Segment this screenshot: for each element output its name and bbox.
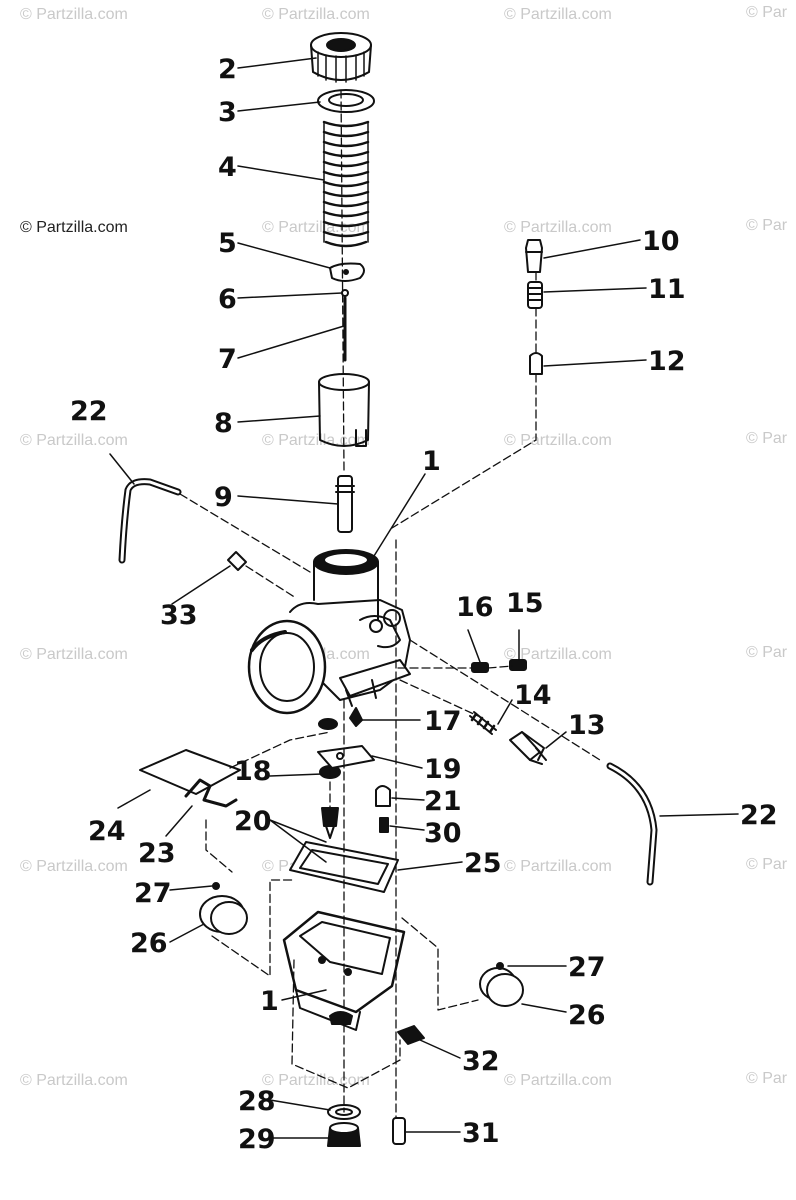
callout-label: 3 <box>218 97 237 128</box>
part-vent-tube-left <box>118 478 182 564</box>
part-idle-spring <box>469 711 497 735</box>
part-cover-plate <box>139 749 241 795</box>
watermark: © Partzilla.com <box>262 6 370 23</box>
watermark: © Par <box>746 4 788 21</box>
watermark: © Par <box>746 217 788 234</box>
callout-label: 27 <box>134 878 172 909</box>
callout-label: 21 <box>424 786 462 817</box>
watermark: © Par <box>746 430 788 447</box>
part-pilot-screw <box>509 659 527 671</box>
watermark: © Partzilla.com <box>262 432 370 449</box>
callout-label: 25 <box>464 848 502 879</box>
watermark: © Par <box>746 1070 788 1087</box>
callout-label: 20 <box>234 806 272 837</box>
watermark: © Partzilla.com <box>504 646 612 663</box>
callout-label: 33 <box>160 600 198 631</box>
callout-label: 32 <box>462 1046 500 1077</box>
watermark: © Partzilla.com <box>262 219 370 236</box>
callout-label: 1 <box>422 446 441 477</box>
callout-label: 1 <box>260 986 279 1017</box>
callout-label: 26 <box>130 928 168 959</box>
callout-label: 10 <box>642 226 680 257</box>
callout-label: 22 <box>740 800 778 831</box>
part-carburetor-body <box>247 549 411 715</box>
watermark: © Partzilla.com <box>20 6 128 23</box>
callout-label: 5 <box>218 228 237 259</box>
callout-label: 28 <box>238 1086 276 1117</box>
part-float-bowl <box>282 910 406 1031</box>
part-float-clip <box>184 778 238 808</box>
part-spring <box>322 120 370 248</box>
part-float-left <box>199 882 248 935</box>
callout-label: 13 <box>568 710 606 741</box>
callout-label: 27 <box>568 952 606 983</box>
part-air-screw <box>227 551 247 571</box>
part-screw <box>392 1117 406 1145</box>
part-throttle-valve <box>318 373 370 447</box>
watermark: © Partzilla.com <box>20 432 128 449</box>
part-top-cap <box>310 32 372 83</box>
callout-label: 22 <box>70 396 108 427</box>
callout-label: 16 <box>456 592 494 623</box>
callout-label: 18 <box>234 756 272 787</box>
watermark: © Par <box>746 644 788 661</box>
part-retainer-plate <box>329 262 365 282</box>
part-cable-adjuster <box>525 239 543 273</box>
part-small-washer <box>349 707 363 727</box>
callout-label: 2 <box>218 54 237 85</box>
callout-label: 4 <box>218 152 237 183</box>
callout-label: 26 <box>568 1000 606 1031</box>
callout-label: 7 <box>218 344 237 375</box>
part-drain-plug <box>397 1025 425 1045</box>
watermark: © Partzilla.com <box>20 1072 128 1089</box>
part-cable-cap <box>529 352 543 375</box>
callout-label: 11 <box>648 274 686 305</box>
callout-label: 9 <box>214 482 233 513</box>
watermark: © Partzilla.com <box>20 858 128 875</box>
callout-label: 15 <box>506 588 544 619</box>
watermark: © Partzilla.com <box>504 219 612 236</box>
copyright-credit: © Partzilla.com <box>20 219 128 236</box>
watermark: © Par <box>746 856 788 873</box>
part-locknut-spring <box>527 281 543 309</box>
watermark: © Partzilla.com <box>262 1072 370 1089</box>
callout-label: 19 <box>424 754 462 785</box>
watermark: © Partzilla.com <box>504 432 612 449</box>
callout-label: 24 <box>88 816 126 847</box>
watermark: © Partzilla.com <box>504 858 612 875</box>
callout-label: 6 <box>218 284 237 315</box>
part-pilot-spring <box>471 662 489 673</box>
part-drain-bolt <box>327 1122 361 1147</box>
part-idle-screw <box>509 731 547 765</box>
callout-label: 17 <box>424 706 462 737</box>
part-float-right <box>479 962 524 1007</box>
watermark: © Partzilla.com <box>20 646 128 663</box>
part-float-arm <box>317 745 375 769</box>
callout-label: 14 <box>514 680 552 711</box>
callout-label: 8 <box>214 408 233 439</box>
callout-label: 12 <box>648 346 686 377</box>
part-main-jet <box>375 785 391 833</box>
callout-label: 30 <box>424 818 462 849</box>
callout-label: 23 <box>138 838 176 869</box>
watermark: © Partzilla.com <box>504 6 612 23</box>
callout-label: 31 <box>462 1118 500 1149</box>
callout-label: 29 <box>238 1124 276 1155</box>
part-washer <box>317 89 375 113</box>
watermark: © Partzilla.com <box>504 1072 612 1089</box>
